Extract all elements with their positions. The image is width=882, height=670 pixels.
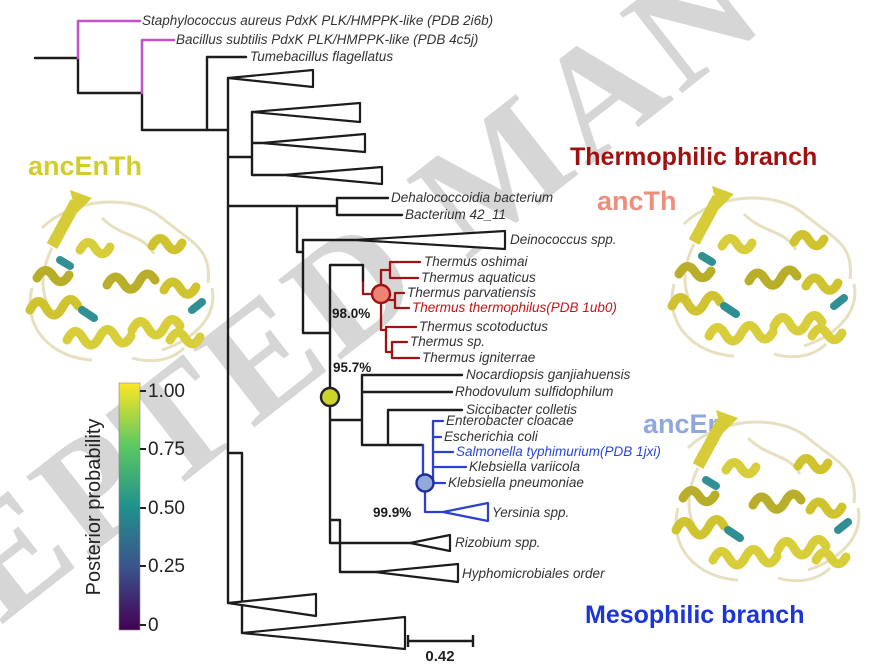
label-ancTh: ancTh <box>597 186 677 216</box>
collapsed-clade-rizobium <box>408 533 452 553</box>
colorbar-tick-label: 0.75 <box>148 439 185 460</box>
collapsed-clade-triangle <box>260 132 367 154</box>
collapsed-clade-yersinia <box>441 501 490 523</box>
node-ancEn-marker <box>415 473 435 493</box>
protein-ancEn-structure <box>676 410 859 581</box>
tip-label-staphylococcus: Staphylococcus aureus PdxK PLK/HMPPK-lik… <box>142 13 493 28</box>
colorbar-tick-label: 0.50 <box>148 498 185 519</box>
tip-label-yersinia: Yersinia spp. <box>492 505 569 520</box>
support-value-ancEnTh-node: 95.7% <box>333 360 371 375</box>
collapsed-clade-triangle <box>250 101 362 124</box>
tip-label-bacillus: Bacillus subtilis PdxK PLK/HMPPK-like (P… <box>176 32 478 47</box>
tip-label-salmonella: Salmonella typhimurium(PDB 1jxi) <box>456 444 661 459</box>
colorbar-tick-marks <box>140 390 146 626</box>
collapsed-clade-triangle <box>282 165 384 186</box>
collapsed-clade-deinococcus <box>353 229 507 251</box>
outgroup-branches-magenta <box>76 19 176 95</box>
tip-label-escherichia: Escherichia coli <box>444 429 539 444</box>
colorbar-tick-label: 0 <box>148 615 159 636</box>
scale-bar-value: 0.42 <box>425 648 454 665</box>
collapsed-clade-hyphomicrobiales <box>373 562 460 584</box>
support-value-thermus-node: 98.0% <box>332 306 370 321</box>
tip-label-klebsiella-variicola: Klebsiella variicola <box>469 459 581 474</box>
tip-label-hyphomicrobiales: Hyphomicrobiales order <box>462 566 605 581</box>
tip-label-thermus-thermophilus: Thermus thermophilus(PDB 1ub0) <box>412 300 617 315</box>
tip-label-thermus-aquaticus: Thermus aquaticus <box>421 270 536 285</box>
protein-ancEnTh-structure <box>30 190 213 361</box>
scale-bar <box>406 635 475 647</box>
tip-label-thermus-oshimai: Thermus oshimai <box>424 254 529 269</box>
colorbar-tick-label: 0.25 <box>148 556 185 577</box>
node-ancTh-marker <box>370 283 392 305</box>
collapsed-clade-triangle <box>240 615 407 651</box>
colorbar-axis-title: Posterior probability <box>83 419 105 596</box>
tip-label-bacterium-42-11: Bacterium 42_11 <box>405 207 506 222</box>
tip-label-enterobacter: Enterobacter cloacae <box>446 413 574 428</box>
tip-label-thermus-igniterrae: Thermus igniterrae <box>422 350 535 365</box>
tip-label-nocardiopsis: Nocardiopsis ganjiahuensis <box>466 367 631 382</box>
mesophilic-branches-blue <box>421 419 468 514</box>
collapsed-clade-triangle <box>226 592 318 618</box>
title-thermophilic-branch: Thermophilic branch <box>570 143 817 171</box>
tip-label-rizobium: Rizobium spp. <box>455 535 541 550</box>
title-mesophilic-branch: Mesophilic branch <box>585 601 804 629</box>
tip-label-klebsiella-pneumoniae: Klebsiella pneumoniae <box>448 475 584 490</box>
label-ancEnTh: ancEnTh <box>28 151 142 181</box>
collapsed-clade-triangles <box>226 68 507 651</box>
tip-label-rhodovulum: Rhodovulum sulfidophilum <box>455 384 613 399</box>
colorbar-tick-label: 1.00 <box>148 381 185 402</box>
tip-label-tumebacillus: Tumebacillus flagellatus <box>250 49 393 64</box>
posterior-probability-colorbar <box>118 382 141 631</box>
tip-label-dehalococcoidia: Dehalococcoidia bacterium <box>391 190 553 205</box>
tip-label-thermus-sp: Thermus sp. <box>410 334 485 349</box>
collapsed-clade-triangle <box>226 68 315 89</box>
tip-label-thermus-scotoductus: Thermus scotoductus <box>419 319 548 334</box>
tip-label-siccibacter: Siccibacter colletis <box>466 402 577 417</box>
protein-ancTh-structure <box>672 186 855 357</box>
support-value-yersinia-node: 99.9% <box>373 505 411 520</box>
tip-label-deinococcus: Deinococcus spp. <box>510 232 617 247</box>
tree-branches-black <box>33 55 464 635</box>
tip-label-thermus-parvatiensis: Thermus parvatiensis <box>407 285 536 300</box>
node-ancEnTh-marker <box>319 386 341 408</box>
